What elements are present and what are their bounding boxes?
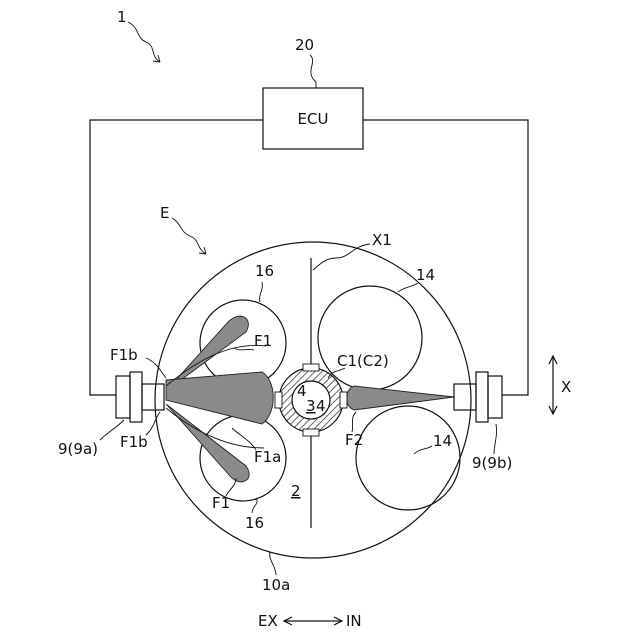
ecu-ref-label: 20: [295, 36, 314, 54]
spray-f2-leader: [352, 412, 356, 432]
intake-valve-upper-label: 14: [416, 266, 435, 284]
engine-ref-label: E: [160, 204, 169, 222]
ecu-ref-leader: [310, 55, 316, 88]
ecu-box-label: ECU: [298, 110, 329, 128]
chamber-ref-label: 2: [291, 482, 301, 500]
spray-f2-label: F2: [345, 431, 363, 449]
injector-right-leader: [494, 424, 497, 454]
left-injector-outer: [116, 376, 130, 418]
spray-f1-lower-label: F1: [212, 494, 230, 512]
left-injector-tip: [142, 384, 164, 410]
exhaust-upper-leader: [260, 282, 263, 302]
spark-num-b: 3: [306, 397, 316, 415]
direction-x-label: X: [561, 378, 571, 396]
in-label: IN: [346, 612, 362, 630]
left-injector-body: [130, 372, 142, 422]
intake-valve-lower-label: 14: [433, 432, 452, 450]
spray-f1a-label: F1a: [254, 448, 281, 466]
spray-f1-upper-label: F1: [254, 332, 272, 350]
exhaust-valve-lower-label: 16: [245, 514, 264, 532]
spark-plug-notch-left: [275, 392, 282, 408]
cylinder-ref-label: 10a: [262, 576, 290, 594]
intake-upper-leader: [398, 283, 418, 292]
spray-f1-upper-leader: [234, 348, 254, 350]
injector-right-label: 9(9b): [472, 454, 512, 472]
intake-valve-lower: [356, 406, 460, 510]
axis-leader: [313, 244, 370, 270]
spark-plug-notch-bottom: [303, 429, 319, 436]
system-leader: [128, 22, 160, 62]
right-injector-body: [476, 372, 488, 422]
spark-ref-label: C1(C2): [337, 352, 389, 370]
spray-f1b-lower-label: F1b: [120, 433, 148, 451]
right-injector-outer: [488, 376, 502, 418]
intake-valve-upper: [318, 286, 422, 390]
right-injector-tip: [454, 384, 476, 410]
cylinder-leader: [270, 552, 276, 575]
axis-ref-label: X1: [372, 231, 392, 249]
spark-num-c: 4: [316, 397, 326, 415]
spray-f1b-upper-leader: [146, 358, 166, 378]
engine-leader: [172, 218, 206, 254]
right-injector: [454, 372, 502, 422]
exhaust-valve-upper-label: 16: [255, 262, 274, 280]
spark-plug: 4 3 4: [275, 364, 347, 436]
ex-label: EX: [258, 612, 278, 630]
system-ref-label: 1: [117, 8, 127, 26]
spray-f1-lower-leader: [226, 478, 236, 496]
spark-plug-notch-right: [340, 392, 347, 408]
spray-f1b-upper-label: F1b: [110, 346, 138, 364]
injector-left-label: 9(9a): [58, 440, 98, 458]
intake-lower-leader: [414, 446, 432, 454]
spark-plug-notch-top: [303, 364, 319, 371]
